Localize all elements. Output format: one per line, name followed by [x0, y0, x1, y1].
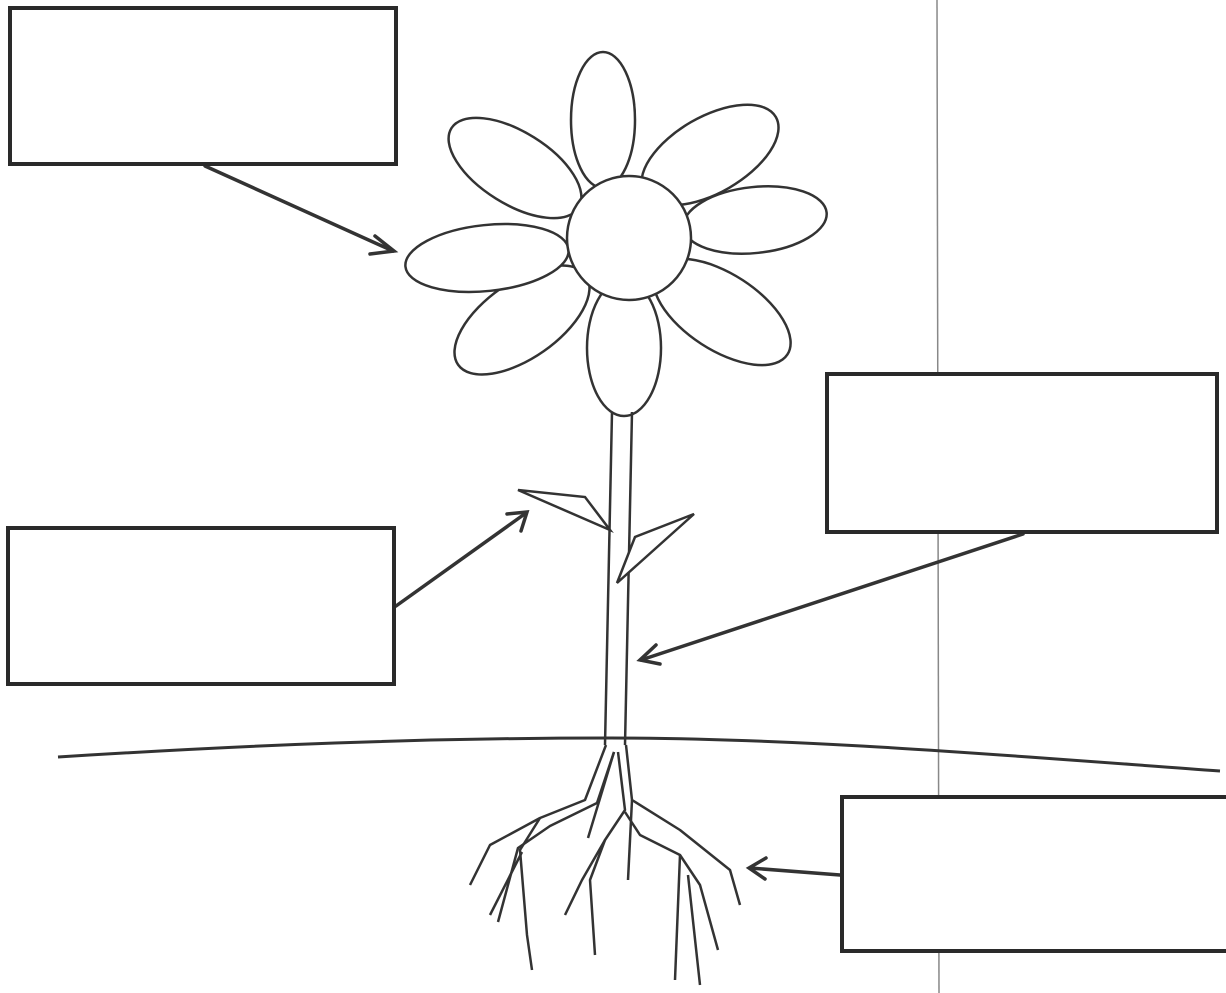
- leaves: [518, 490, 694, 583]
- ground-line: [58, 738, 1220, 771]
- arrow-to-roots: [749, 858, 840, 879]
- arrow-to-stem: [640, 534, 1023, 664]
- roots-label-box[interactable]: [840, 795, 1226, 953]
- roots: [470, 745, 740, 985]
- leaf: [518, 490, 610, 530]
- flower-center: [567, 176, 691, 300]
- stem-label-box[interactable]: [825, 372, 1219, 534]
- arrow-to-flower: [205, 166, 394, 254]
- leaf-label-box[interactable]: [6, 526, 396, 686]
- petal: [571, 52, 635, 188]
- flower-label-box[interactable]: [8, 6, 398, 166]
- flower-head: [402, 52, 830, 416]
- arrow-to-leaf: [396, 512, 527, 606]
